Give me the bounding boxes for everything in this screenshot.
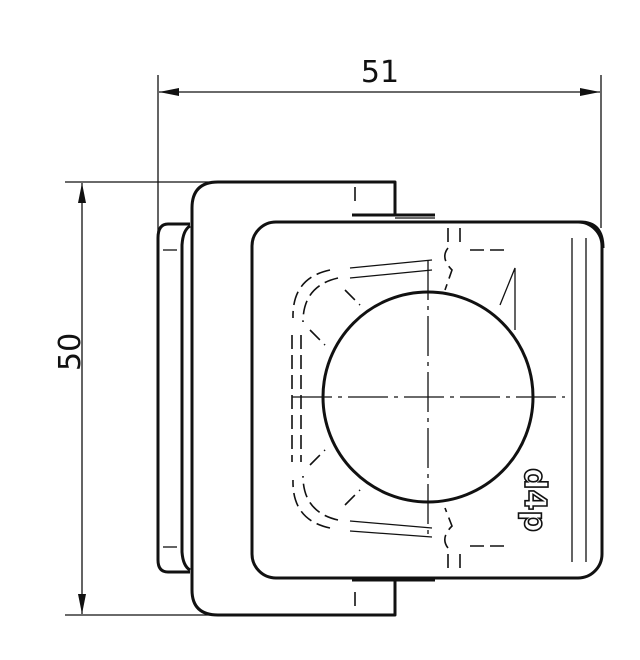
hidden-lines	[291, 228, 516, 568]
height-dimension: 50	[53, 181, 215, 616]
logo-text: d4p	[517, 468, 552, 532]
front-cover	[250, 220, 605, 580]
left-flange	[156, 222, 191, 574]
logo: d4p	[516, 467, 553, 532]
height-value: 50	[53, 333, 88, 371]
back-housing	[190, 180, 435, 617]
width-dimension: 51	[157, 55, 602, 232]
width-value: 51	[361, 55, 399, 90]
